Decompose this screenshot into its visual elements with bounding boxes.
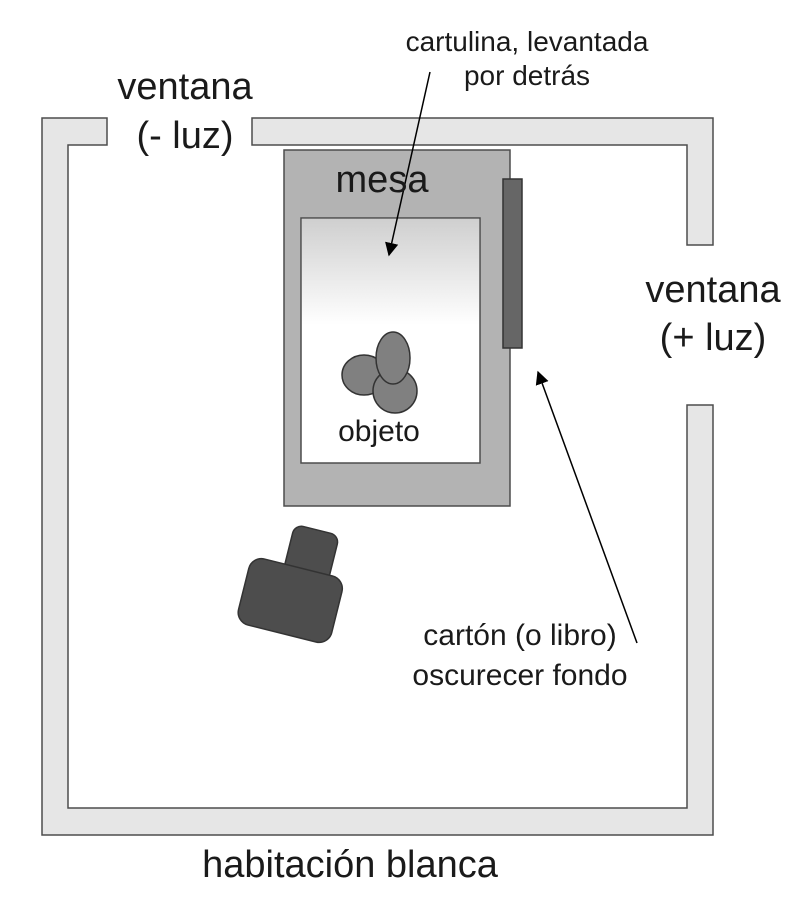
wall-top-right [251, 117, 714, 246]
board-label-1: cartón (o libro) [423, 619, 616, 652]
object-shapes [341, 331, 418, 414]
room-walls [41, 117, 714, 836]
window-left-label-2: (- luz) [136, 115, 233, 157]
table-label: mesa [336, 159, 430, 201]
object-label: objeto [338, 415, 420, 448]
dark-board [502, 178, 523, 349]
camera-icon [237, 525, 344, 644]
arrow-card [385, 71, 431, 257]
camera-body [237, 557, 344, 644]
card-raised-gradient [302, 219, 479, 325]
window-left-label-1: ventana [117, 66, 253, 108]
arrow-board [535, 370, 638, 644]
room-label: habitación blanca [202, 844, 499, 886]
window-right-label-2: (+ luz) [660, 317, 767, 359]
object-egg-top [375, 331, 411, 385]
board-label-2: oscurecer fondo [412, 659, 627, 692]
card-label-2: por detrás [464, 60, 590, 91]
window-right-label-1: ventana [645, 269, 781, 311]
wall-left-bottom [41, 117, 714, 836]
card-label-1: cartulina, levantada [406, 26, 649, 57]
